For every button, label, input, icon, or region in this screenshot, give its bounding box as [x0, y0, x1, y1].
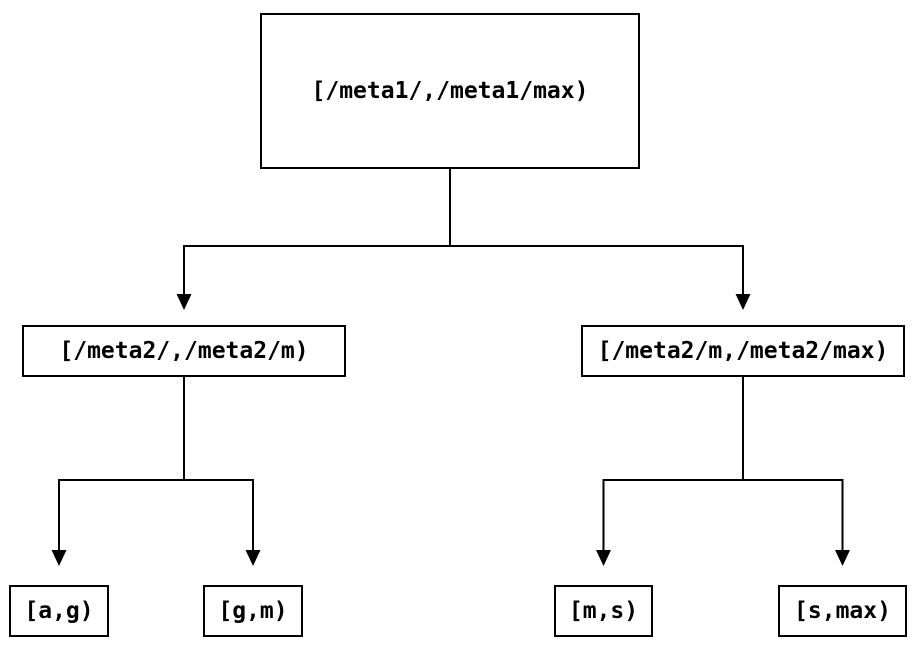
node-level2-right-label: [/meta2/m,/meta2/max): [597, 338, 889, 364]
node-leaf-ag-label: [a,g): [24, 598, 94, 624]
arrowhead-leaf1-icon: [51, 550, 67, 566]
node-leaf-ms: [m,s): [554, 585, 653, 637]
node-level2-left: [/meta2/,/meta2/m): [22, 325, 346, 377]
node-leaf-ms-label: [m,s): [568, 598, 639, 624]
arrowhead-leaf3-icon: [596, 550, 611, 566]
arrowhead-leaf4-icon: [835, 550, 850, 566]
node-leaf-smax: [s,max): [778, 585, 907, 637]
arrowhead-left-child-icon: [176, 294, 192, 310]
edge-root-to-right: [450, 245, 744, 296]
node-leaf-gm-label: [g,m): [218, 598, 288, 624]
edge-left-to-leaf1: [58, 479, 184, 550]
node-leaf-gm: [g,m): [203, 585, 303, 637]
node-leaf-ag: [a,g): [9, 585, 109, 637]
arrowhead-leaf2-icon: [245, 550, 261, 566]
edge-root-to-left: [183, 245, 450, 296]
node-root-label: [/meta1/,/meta1/max): [311, 78, 589, 104]
node-level2-left-label: [/meta2/,/meta2/m): [59, 338, 309, 364]
node-root: [/meta1/,/meta1/max): [260, 13, 640, 169]
edge-right-to-leaf4: [743, 479, 844, 550]
edge-right-to-leaf3: [602, 479, 743, 550]
edge-left-to-leaf2: [184, 479, 254, 550]
arrowhead-right-child-icon: [735, 294, 751, 310]
node-leaf-smax-label: [s,max): [794, 598, 891, 624]
node-level2-right: [/meta2/m,/meta2/max): [581, 325, 905, 377]
